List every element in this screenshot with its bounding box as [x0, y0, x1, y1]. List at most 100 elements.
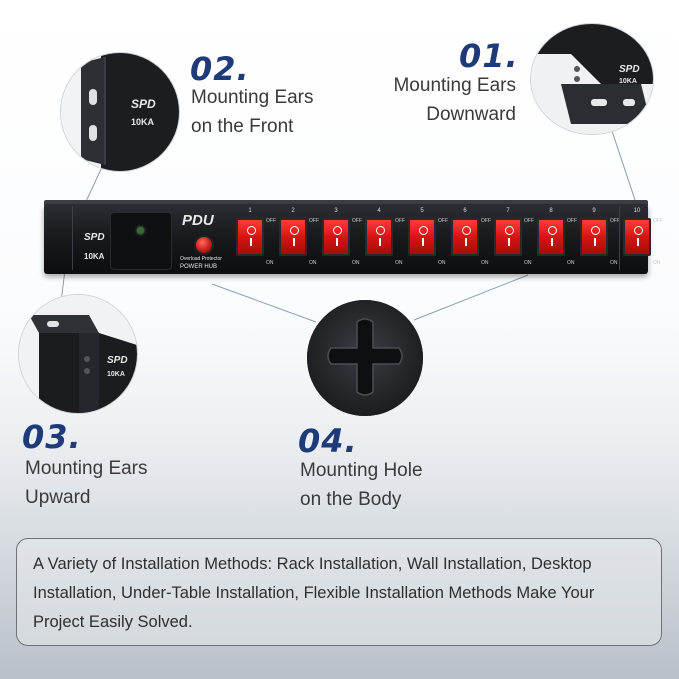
pdu-power-strip: SPD 10KA PDU Overload Protector POWER HU… — [44, 204, 663, 274]
ka-label-2: 10KA — [619, 78, 637, 85]
on-label: ON — [524, 260, 532, 266]
off-symbol-icon — [290, 226, 299, 235]
off-label: OFF — [567, 218, 577, 224]
callout-01-number: 01. — [459, 37, 519, 75]
off-symbol-icon — [419, 226, 428, 235]
callout-04-number: 04. — [298, 422, 358, 460]
hub-label: POWER HUB — [180, 264, 218, 270]
off-label: OFF — [266, 218, 276, 224]
switch-number: 8 — [549, 208, 553, 214]
off-label: OFF — [653, 218, 663, 224]
callout-04-line2: on the Body — [300, 489, 402, 510]
rocker-switch-3[interactable] — [322, 218, 350, 256]
switch-number: 5 — [420, 208, 424, 214]
rocker-switch-6[interactable] — [451, 218, 479, 256]
on-symbol-icon — [594, 238, 596, 246]
rocker-switch-7[interactable] — [494, 218, 522, 256]
on-label: ON — [610, 260, 618, 266]
callout-02-label: Mounting Ears on the Front — [191, 83, 314, 141]
rocker-switch-4[interactable] — [365, 218, 393, 256]
right-mounting-ear — [619, 206, 648, 270]
left-mounting-ear — [44, 206, 73, 270]
on-symbol-icon — [422, 238, 424, 246]
on-label: ON — [309, 260, 317, 266]
rocker-switch-9[interactable] — [580, 218, 608, 256]
callout-01-line1: Mounting Ears — [393, 75, 516, 96]
switch-number: 9 — [592, 208, 596, 214]
callout-02-line1: Mounting Ears — [191, 87, 314, 108]
description-box: A Variety of Installation Methods: Rack … — [16, 538, 662, 646]
rocker-switch-10[interactable] — [623, 218, 651, 256]
on-symbol-icon — [336, 238, 338, 246]
ka-label: 10KA — [131, 117, 155, 127]
callout-01-label: Mounting Ears Downward — [380, 71, 516, 129]
off-label: OFF — [481, 218, 491, 224]
callout-03-label: Mounting Ears Upward — [25, 454, 148, 512]
off-label: OFF — [309, 218, 319, 224]
on-symbol-icon — [465, 238, 467, 246]
on-label: ON — [481, 260, 489, 266]
rocker-switch-5[interactable] — [408, 218, 436, 256]
front-ear-image — [61, 53, 179, 171]
spd-label-3: SPD — [107, 355, 128, 366]
rocker-switch-2[interactable] — [279, 218, 307, 256]
off-label: OFF — [438, 218, 448, 224]
switch-number: 7 — [506, 208, 510, 214]
on-label: ON — [395, 260, 403, 266]
off-symbol-icon — [462, 226, 471, 235]
spd-label-2: SPD — [619, 64, 640, 75]
rocker-switch-8[interactable] — [537, 218, 565, 256]
callout-04-label: Mounting Hole on the Body — [300, 456, 423, 514]
off-label: OFF — [524, 218, 534, 224]
detail-circle-upward-ears: SPD 10KA — [18, 294, 138, 414]
off-symbol-icon — [333, 226, 342, 235]
detail-circle-front-ears: SPD 10KA — [60, 52, 180, 172]
on-symbol-icon — [551, 238, 553, 246]
pdu-spd-label: SPD — [84, 232, 105, 243]
off-label: OFF — [610, 218, 620, 224]
off-symbol-icon — [247, 226, 256, 235]
downward-ear-image — [531, 24, 653, 134]
detail-circle-downward-ears: SPD 10KA — [530, 23, 654, 135]
callout-03-line2: Upward — [25, 487, 91, 508]
off-symbol-icon — [591, 226, 600, 235]
surge-protector-module — [110, 212, 172, 270]
callout-04-line1: Mounting Hole — [300, 460, 423, 481]
on-symbol-icon — [379, 238, 381, 246]
rocker-switch-1[interactable] — [236, 218, 264, 256]
pdu-top-edge — [44, 200, 648, 206]
switch-number: 3 — [334, 208, 338, 214]
off-symbol-icon — [634, 226, 643, 235]
detail-circle-mounting-hole — [307, 300, 423, 416]
off-label: OFF — [352, 218, 362, 224]
callout-01-line2: Downward — [426, 104, 516, 125]
spd-label: SPD — [131, 97, 156, 111]
on-symbol-icon — [637, 238, 639, 246]
switch-number: 2 — [291, 208, 295, 214]
callout-03-line1: Mounting Ears — [25, 458, 148, 479]
callout-03-number: 03. — [22, 418, 82, 456]
ka-label-3: 10KA — [107, 371, 125, 378]
description-text: A Variety of Installation Methods: Rack … — [33, 555, 595, 631]
overload-reset-button[interactable] — [194, 235, 214, 255]
on-label: ON — [352, 260, 360, 266]
indicator-light — [137, 227, 144, 234]
mounting-hole-image — [307, 300, 423, 416]
on-symbol-icon — [250, 238, 252, 246]
callout-02-line2: on the Front — [191, 116, 294, 137]
on-symbol-icon — [508, 238, 510, 246]
switch-number: 4 — [377, 208, 381, 214]
pdu-ka-label: 10KA — [84, 252, 105, 261]
upward-ear-image — [19, 295, 137, 413]
on-label: ON — [266, 260, 274, 266]
on-label: ON — [567, 260, 575, 266]
on-symbol-icon — [293, 238, 295, 246]
switch-number: 6 — [463, 208, 467, 214]
off-label: OFF — [395, 218, 405, 224]
off-symbol-icon — [505, 226, 514, 235]
overload-label: Overload Protector — [180, 256, 222, 262]
on-label: ON — [438, 260, 446, 266]
on-label: ON — [653, 260, 661, 266]
callout-02-number: 02. — [190, 50, 250, 88]
